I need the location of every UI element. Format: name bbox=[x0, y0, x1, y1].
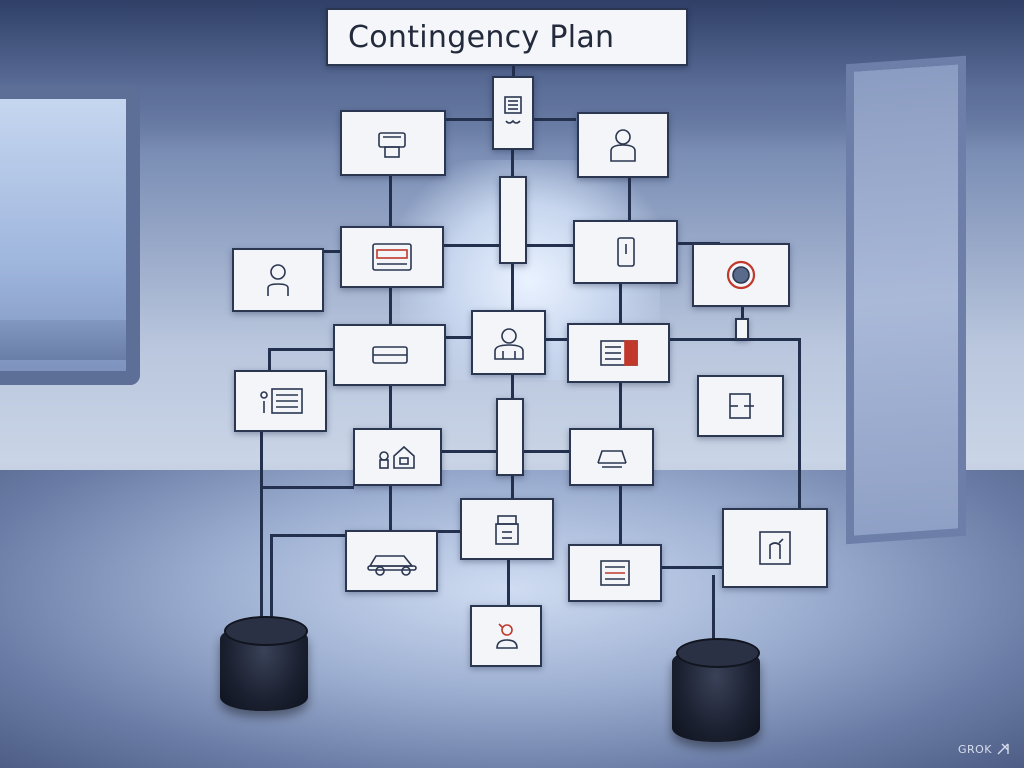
printer-icon bbox=[378, 132, 406, 158]
watermark: GROK bbox=[958, 742, 1010, 756]
card-vertical-1 bbox=[499, 176, 527, 264]
credit-card-icon bbox=[371, 346, 408, 364]
card-user bbox=[232, 248, 324, 312]
user-icon bbox=[267, 264, 289, 296]
door bbox=[846, 55, 966, 545]
card-car bbox=[345, 530, 438, 592]
team-icon bbox=[493, 327, 524, 360]
exit-door-icon bbox=[728, 393, 754, 419]
card-extinguisher bbox=[722, 508, 828, 588]
document-icon bbox=[616, 237, 635, 267]
first-aid-icon bbox=[496, 623, 518, 649]
home-icon bbox=[378, 445, 415, 469]
card-document bbox=[573, 220, 678, 284]
binder-icon bbox=[599, 340, 638, 366]
city-skyline bbox=[0, 320, 126, 360]
person-icon bbox=[610, 129, 636, 162]
card-id bbox=[234, 370, 327, 432]
card-printer bbox=[340, 110, 446, 176]
card-tray bbox=[569, 428, 654, 486]
card-ledger bbox=[568, 544, 662, 602]
page-title: Contingency Plan bbox=[348, 19, 615, 55]
card-home bbox=[353, 428, 442, 486]
card-checklist bbox=[492, 76, 534, 150]
card-stop bbox=[692, 243, 790, 307]
card-supplies bbox=[460, 498, 554, 560]
id-card-icon bbox=[259, 388, 303, 414]
card-form bbox=[340, 226, 444, 288]
card-vertical-2 bbox=[496, 398, 524, 476]
form-icon bbox=[372, 243, 412, 271]
car-icon bbox=[366, 555, 417, 576]
card-team bbox=[471, 310, 546, 375]
stand-right-top bbox=[676, 638, 760, 668]
card-binder bbox=[567, 323, 670, 383]
card-first-aid bbox=[470, 605, 542, 667]
logo-icon bbox=[997, 743, 1009, 755]
checklist-icon bbox=[504, 96, 522, 124]
ledger-icon bbox=[600, 560, 630, 586]
card-card bbox=[333, 324, 446, 386]
supplies-icon bbox=[495, 515, 519, 545]
tray-icon bbox=[596, 450, 627, 468]
stop-sign-icon bbox=[726, 260, 756, 290]
card-exit bbox=[697, 375, 784, 437]
card-small-connector bbox=[735, 318, 749, 340]
card-person bbox=[577, 112, 669, 178]
stand-left-top bbox=[224, 616, 308, 646]
extinguisher-icon bbox=[759, 531, 791, 565]
watermark-text: GROK bbox=[957, 742, 992, 756]
title-panel: Contingency Plan bbox=[326, 8, 688, 66]
